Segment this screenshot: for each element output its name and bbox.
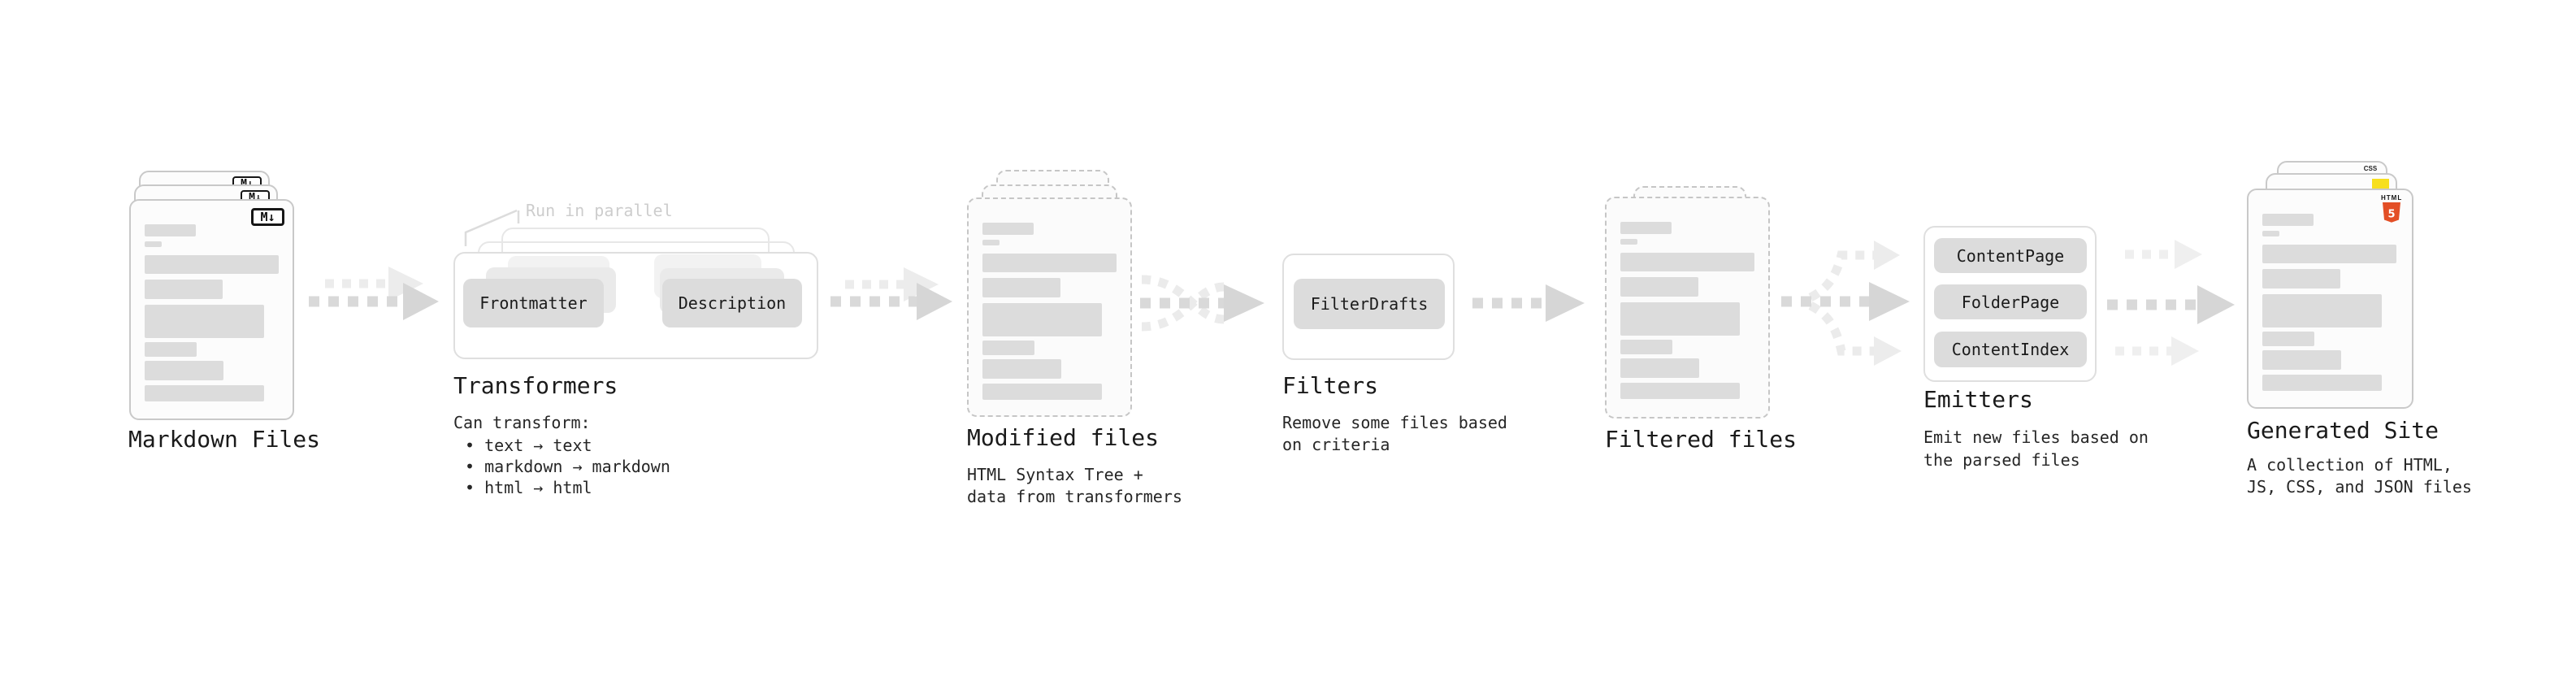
- doc-text-bar: [1620, 358, 1699, 378]
- run-in-parallel-note: Run in parallel: [526, 201, 673, 220]
- description-box-label: Description: [678, 293, 787, 313]
- doc-text-bar: [2262, 294, 2382, 327]
- transformers-desc-heading: Can transform:: [453, 413, 591, 432]
- doc-text-bar: [982, 384, 1102, 400]
- doc-text-bar: [982, 340, 1034, 355]
- doc-text-bar: [1620, 277, 1698, 297]
- doc-text-bar: [2262, 245, 2396, 263]
- html5-icon-label: HTML: [2381, 194, 2403, 202]
- transformers-label: Transformers: [453, 372, 618, 399]
- emitters-desc: Emit new files based on: [1923, 427, 2149, 447]
- frontmatter-box-label: Frontmatter: [479, 293, 588, 313]
- doc-text-bar: [1620, 383, 1740, 399]
- contentpage-box-label: ContentPage: [1956, 245, 2065, 266]
- flow-arrow-modified-to-filters: [1140, 275, 1264, 332]
- markdown-file-page: M↓: [129, 199, 294, 420]
- filters-label: Filters: [1282, 372, 1379, 399]
- doc-text-bar: [145, 241, 162, 247]
- doc-text-bar: [1620, 222, 1672, 234]
- doc-text-bar: [2262, 332, 2314, 346]
- html5-shield: 5: [2383, 202, 2400, 223]
- doc-text-bar: [982, 254, 1117, 272]
- doc-text-bar: [1620, 340, 1672, 354]
- contentpage-box: ContentPage: [1934, 238, 2087, 273]
- emitters-label: Emitters: [1923, 386, 2033, 413]
- generated-site-label: Generated Site: [2247, 417, 2439, 444]
- doc-text-bar: [145, 280, 223, 299]
- filters-desc: Remove some files based: [1282, 413, 1507, 432]
- js-icon: [2372, 179, 2389, 189]
- modified-files-desc: data from transformers: [967, 487, 1182, 506]
- filtered-file-page: [1605, 197, 1770, 419]
- generated-site-desc: A collection of HTML,: [2247, 455, 2452, 475]
- doc-text-bar: [145, 385, 264, 401]
- doc-text-bar: [2262, 214, 2314, 226]
- doc-text-bar: [982, 223, 1034, 235]
- contentindex-box-label: ContentIndex: [1951, 340, 2070, 359]
- document-skeleton: [1607, 198, 1768, 417]
- modified-files-desc: HTML Syntax Tree +: [967, 465, 1143, 484]
- transformers-bullet: • text → text: [465, 436, 592, 455]
- description-box: Description: [662, 279, 802, 327]
- css-icon-label: CSS: [2363, 165, 2378, 172]
- markdown-icon: M↓: [251, 208, 284, 226]
- doc-text-bar: [982, 303, 1102, 336]
- doc-text-bar: [1620, 239, 1637, 245]
- modified-files-label: Modified files: [967, 424, 1160, 451]
- html5-number: 5: [2387, 209, 2395, 221]
- doc-text-bar: [145, 305, 264, 338]
- frontmatter-box: Frontmatter: [463, 279, 604, 327]
- doc-text-bar: [982, 359, 1061, 379]
- doc-text-bar: [1620, 302, 1740, 336]
- filtered-files-label: Filtered files: [1605, 426, 1798, 453]
- document-skeleton: [969, 199, 1130, 415]
- doc-text-bar: [2262, 350, 2341, 370]
- markdown-files-label: Markdown Files: [128, 426, 321, 453]
- doc-text-bar: [145, 342, 197, 357]
- doc-text-bar: [982, 240, 1000, 245]
- document-skeleton: [2249, 190, 2412, 407]
- flow-arrow-filtered-to-emitters: [1781, 241, 1910, 366]
- filterdrafts-box: FilterDrafts: [1294, 279, 1445, 329]
- markdown-icon-label: M↓: [260, 210, 275, 224]
- folderpage-box: FolderPage: [1934, 284, 2087, 319]
- doc-text-bar: [1620, 253, 1754, 271]
- doc-text-bar: [2262, 375, 2382, 391]
- contentindex-box: ContentIndex: [1934, 332, 2087, 367]
- filters-desc: on criteria: [1282, 435, 1390, 454]
- doc-text-bar: [2262, 231, 2279, 236]
- run-in-parallel-callout-line: [464, 209, 520, 246]
- filterdrafts-box-label: FilterDrafts: [1310, 294, 1429, 314]
- transformers-bullet: • html → html: [465, 478, 592, 497]
- emitters-desc: the parsed files: [1923, 450, 2080, 470]
- flow-arrow-markdown-to-transformers: [309, 267, 439, 320]
- html5-icon: HTML 5: [2381, 194, 2402, 224]
- modified-file-page: [967, 197, 1132, 417]
- doc-text-bar: [2262, 269, 2340, 288]
- doc-text-bar: [145, 361, 223, 380]
- flow-arrow-transformers-to-modified: [830, 267, 952, 320]
- transformers-bullet: • markdown → markdown: [465, 457, 670, 476]
- folderpage-box-label: FolderPage: [1961, 292, 2060, 312]
- doc-text-bar: [982, 278, 1060, 297]
- generated-site-desc: JS, CSS, and JSON files: [2247, 477, 2472, 497]
- doc-text-bar: [145, 224, 196, 236]
- document-skeleton: [131, 201, 293, 419]
- flow-arrow-filters-to-filtered: [1472, 284, 1585, 322]
- flow-arrows-emitters-to-generated: [2107, 240, 2235, 366]
- generated-html-page: HTML 5: [2247, 189, 2413, 409]
- doc-text-bar: [145, 255, 279, 274]
